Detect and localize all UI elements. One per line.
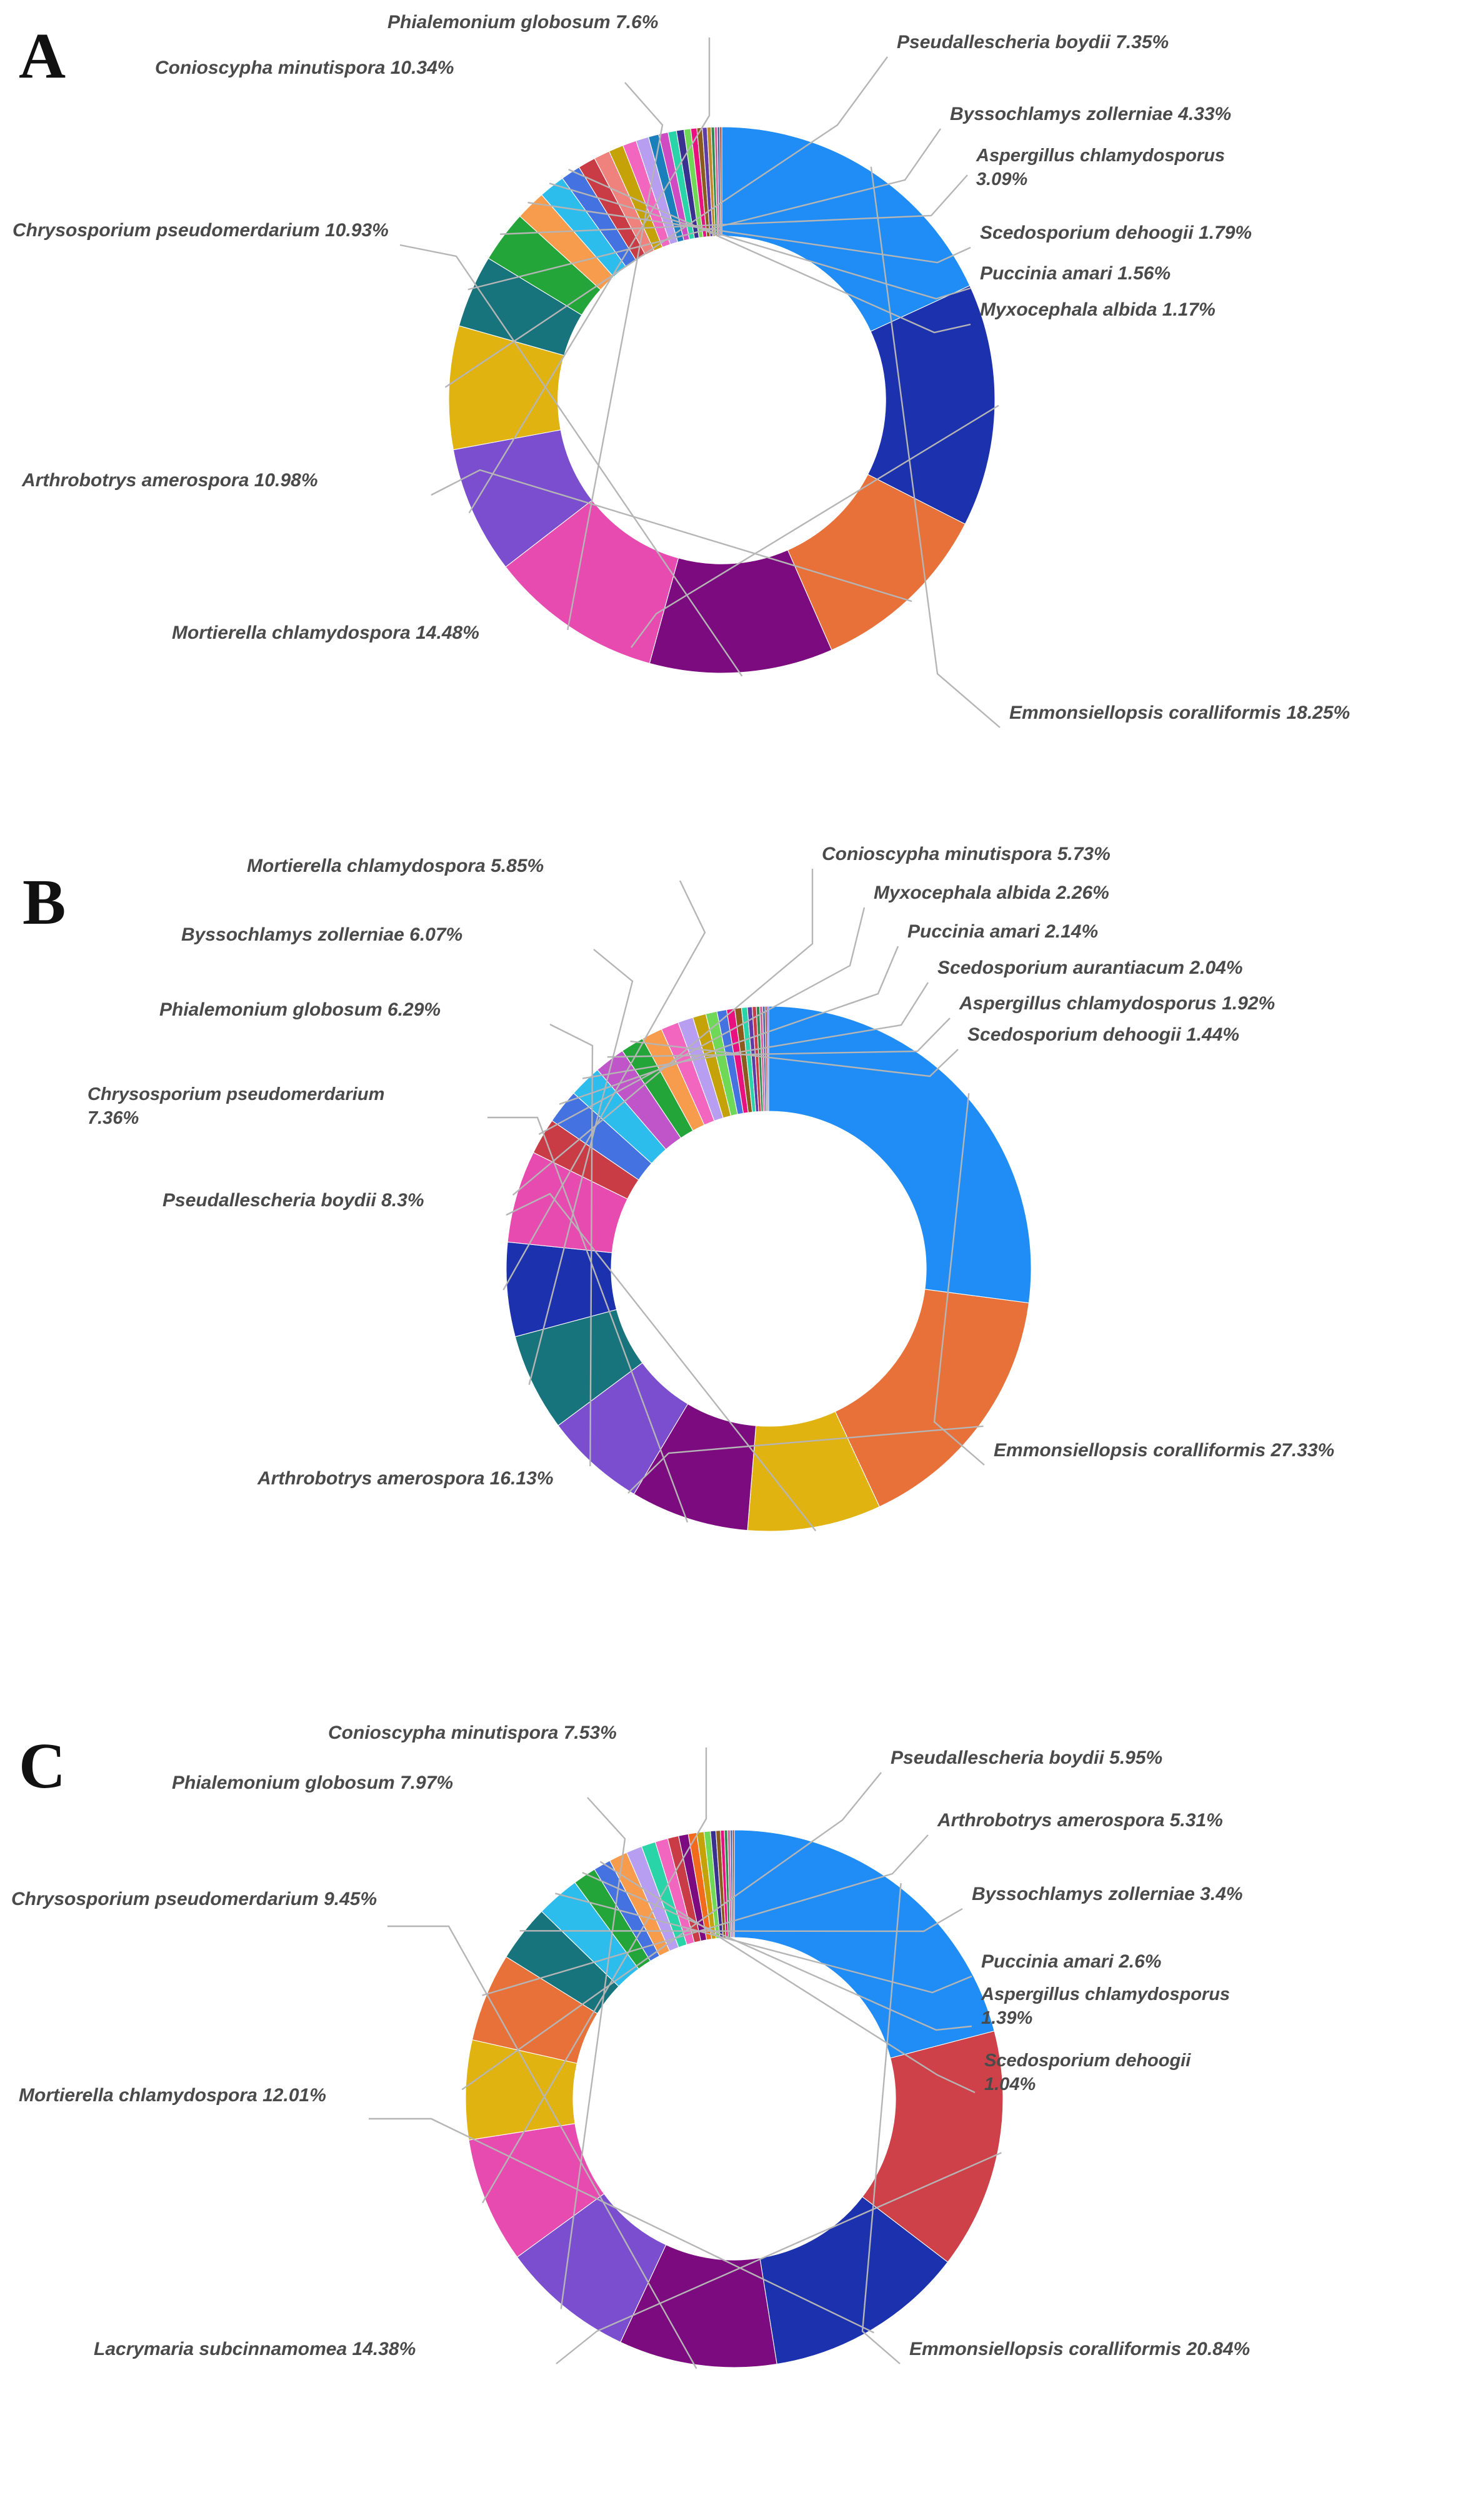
slice-label: Emmonsiellopsis coralliformis 18.25% — [1009, 702, 1350, 723]
donut-chart-a: Phialemonium globosum 7.6% Conioscypha mi… — [12, 12, 1350, 728]
slice-label: Myxocephala albida 2.26% — [874, 882, 1109, 903]
donut-chart-b: Conioscypha minutispora 5.73% Myxocephala… — [87, 844, 1334, 1532]
slice-label: Arthrobotrys amerospora 16.13% — [257, 1468, 554, 1489]
leader-line — [555, 1892, 972, 1994]
donut-segment — [768, 1006, 1032, 1304]
leader-line — [369, 2118, 875, 2334]
slice-label: Puccinia amari 1.56% — [980, 263, 1171, 284]
leader-line — [549, 182, 971, 300]
leader-line — [627, 1425, 984, 1494]
slice-labels: Conioscypha minutispora 5.73% Myxocephala… — [87, 844, 1334, 1532]
donut-segments — [465, 1829, 1004, 2368]
slice-label: Scedosporium dehoogii 1.44% — [967, 1024, 1239, 1045]
leader-line — [519, 1908, 963, 1932]
leader-line — [444, 56, 888, 388]
panel-letter-c: C — [19, 1730, 66, 1802]
leader-line — [556, 2152, 1002, 2364]
donut-segment — [719, 126, 722, 237]
slice-label: Byssochlamys zollerniae 3.4% — [972, 1884, 1243, 1904]
slice-label: Arthrobotrys amerospora 10.98% — [21, 470, 318, 491]
slice-label: Conioscypha minutispora 10.34% — [155, 58, 454, 78]
leader-line — [431, 469, 912, 602]
leader-line — [482, 1748, 707, 2204]
leader-line — [560, 1797, 626, 2309]
leader-line — [468, 38, 711, 514]
slice-label: Pseudallescheria boydii 8.3% — [162, 1190, 424, 1211]
slice-label: Chrysosporium pseudomerdarium 9.45% — [11, 1889, 377, 1909]
donut-segment — [732, 1829, 735, 1938]
leader-line — [630, 1040, 959, 1078]
slice-label: Mortierella chlamydospora 14.48% — [172, 622, 479, 643]
leader-line — [607, 1018, 951, 1058]
slice-label: Lacrymaria subcinnamomea 14.38% — [94, 2339, 416, 2359]
slice-label: Emmonsiellopsis coralliformis 20.84% — [909, 2339, 1250, 2359]
slice-label: Emmonsiellopsis coralliformis 27.33% — [994, 1440, 1334, 1461]
leader-line — [559, 946, 899, 1105]
slice-label: Mortierella chlamydospora 12.01% — [19, 2085, 326, 2106]
leader-line — [387, 1925, 697, 2369]
leader-line — [538, 907, 866, 1135]
slice-label: Phialemonium globosum 6.29% — [159, 999, 441, 1020]
panel-b: B Conioscypha minutispora 5.73% Myxocepha… — [0, 838, 1483, 1706]
slice-label: Puccinia amari 2.14% — [907, 921, 1098, 942]
slice-label: Arthrobotrys amerospora 5.31% — [937, 1810, 1223, 1831]
leader-line — [631, 404, 999, 648]
panel-letter-a: A — [19, 20, 66, 92]
slice-label: Phialemonium globosum 7.97% — [172, 1772, 453, 1793]
leader-line — [512, 869, 814, 1196]
panel-a: A Phialemonium globosum 7.6% Conioscypha … — [0, 0, 1483, 838]
leader-line — [528, 949, 634, 1386]
slice-label: Phialemonium globosum 7.6% — [387, 12, 658, 32]
donut-segment — [867, 285, 996, 525]
leader-line — [482, 1834, 929, 1996]
slice-label: Aspergillus chlamydosporus 1.92% — [959, 993, 1275, 1014]
slice-label: Byssochlamys zollerniae 6.07% — [181, 924, 462, 945]
slice-label: Myxocephala albida 1.17% — [980, 299, 1216, 320]
leader-line — [461, 1772, 882, 2091]
leader-line — [568, 169, 971, 334]
leader-line — [399, 244, 743, 677]
donut-chart-c: Conioscypha minutispora 7.53% Phialemoniu… — [11, 1722, 1250, 2369]
slice-labels: Phialemonium globosum 7.6% Conioscypha mi… — [12, 12, 1350, 728]
donut-segment — [834, 1289, 1030, 1508]
leader-line — [567, 82, 664, 631]
leader-line — [549, 1023, 594, 1467]
donut-segments — [506, 1006, 1032, 1532]
leader-line — [870, 166, 1001, 728]
leader-line — [500, 174, 968, 235]
slice-label: Conioscypha minutispora 5.73% — [822, 844, 1111, 864]
leader-line — [582, 982, 929, 1079]
slice-label: Byssochlamys zollerniae 4.33% — [950, 104, 1231, 124]
leader-line — [467, 128, 941, 291]
donut-segment — [734, 1829, 995, 2059]
donut-segments — [448, 126, 996, 674]
leader-line — [527, 201, 971, 264]
leader-line — [487, 1116, 689, 1523]
slice-label: Scedosporium aurantiacum 2.04% — [937, 958, 1243, 978]
slice-label: Chrysosporium pseudomerdarium 10.93% — [12, 220, 389, 241]
slice-label: Pseudallescheria boydii 7.35% — [897, 32, 1169, 52]
leader-line — [502, 880, 706, 1291]
donut-segment — [721, 126, 971, 332]
donut-segment — [766, 1006, 769, 1112]
slice-labels: Conioscypha minutispora 7.53% Phialemoniu… — [11, 1722, 1250, 2369]
slice-label: Pseudallescheria boydii 5.95% — [891, 1748, 1162, 1768]
slice-label: Scedosporium dehoogii 1.79% — [980, 222, 1252, 243]
slice-label: Conioscypha minutispora 7.53% — [328, 1722, 617, 1743]
leader-line — [506, 1192, 817, 1532]
leader-line — [599, 1861, 976, 2094]
slice-label: Puccinia amari 2.6% — [981, 1951, 1162, 1972]
leader-line — [933, 1092, 985, 1466]
slice-label: Mortierella chlamydospora 5.85% — [247, 856, 544, 876]
panel-letter-b: B — [22, 866, 66, 938]
leader-line — [861, 1882, 902, 2364]
panel-c: C Conioscypha minutispora 7.53% Phialemon… — [0, 1706, 1483, 2520]
